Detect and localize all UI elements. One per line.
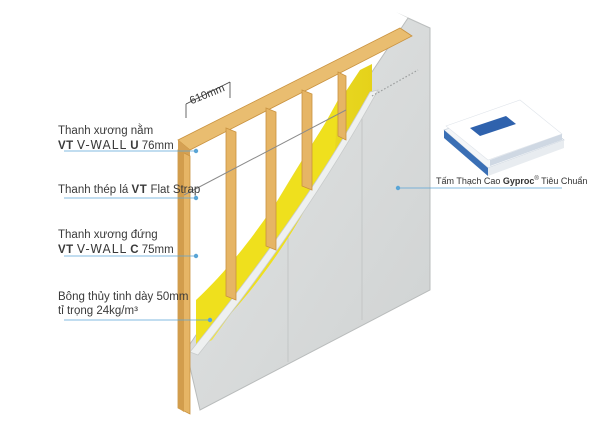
flat-strap xyxy=(183,109,347,196)
stud-type-suffix: U xyxy=(130,140,139,152)
leader-lines xyxy=(64,148,562,323)
stud-type-suffix: C xyxy=(130,244,139,256)
insulation-line1: Bông thủy tinh dày 50mm xyxy=(58,291,189,303)
brand-vt: VT xyxy=(131,184,148,196)
flat-strap-prefix: Thanh thép lá xyxy=(58,184,129,196)
insulation-line2: tỉ trọng 24kg/m³ xyxy=(58,305,138,317)
label-horizontal-stud-title: Thanh xương nằm xyxy=(58,125,154,137)
label-gypsum-board: Tấm Thạch Cao Gyproc® Tiêu Chuẩn xyxy=(436,176,587,186)
label-vertical-stud: Thanh xương đứng VT V-WALL C 75mm xyxy=(58,228,174,258)
label-horizontal-stud: Thanh xương nằm VT V-WALL U 76mm xyxy=(58,124,174,154)
gypsum-suffix: Tiêu Chuẩn xyxy=(541,176,588,186)
label-flat-strap: Thanh thép lá VT Flat Strap xyxy=(58,183,200,197)
brand-vwall: V-WALL xyxy=(76,138,128,152)
board-cut-edge xyxy=(189,89,379,356)
stud-spec: 76mm xyxy=(141,140,174,152)
label-vertical-stud-title: Thanh xương đứng xyxy=(58,229,158,241)
brand-vt: VT xyxy=(58,140,74,152)
dimension-line xyxy=(185,81,231,105)
registered-mark: ® xyxy=(534,176,539,182)
brand-vwall: V-WALL xyxy=(76,242,128,256)
wood-stud-front-face xyxy=(178,150,184,412)
gypsum-prefix: Tấm Thạch Cao xyxy=(436,176,501,186)
label-insulation: Bông thủy tinh dày 50mm tỉ trọng 24kg/m³ xyxy=(58,290,188,318)
brand-vt: VT xyxy=(58,244,74,256)
gyproc-board-stack xyxy=(443,99,565,176)
gyproc-brand: Gyproc xyxy=(502,176,535,186)
stud-spec: 75mm xyxy=(141,244,174,256)
flat-strap-product: Flat Strap xyxy=(150,184,201,196)
gypsum-board-top-edge xyxy=(396,12,430,28)
